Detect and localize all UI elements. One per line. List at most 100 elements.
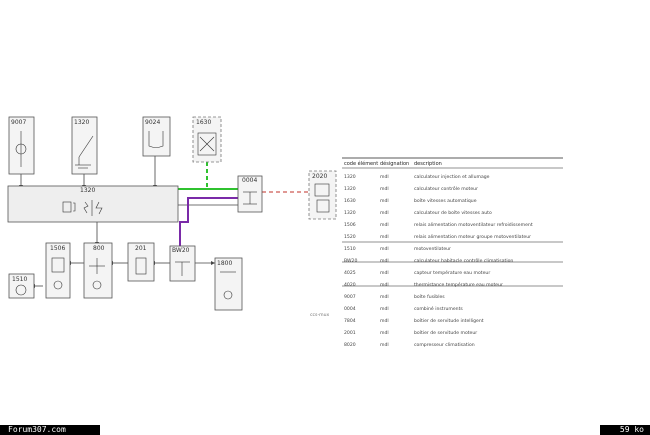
table-cell-code: 2001: [344, 330, 356, 336]
table-cell-code: 4020: [344, 282, 356, 288]
module-1320-bus-code: 1320: [80, 187, 95, 194]
module-1510-code: 1510: [12, 276, 27, 283]
table-cell-des: mdl: [380, 306, 389, 312]
module-1320-code: 1320: [74, 119, 89, 126]
table-cell-des: mdl: [380, 186, 389, 192]
table-cell-code: 1320: [344, 186, 356, 192]
table-cell-des: mdl: [380, 234, 389, 240]
module-2020-code: 2020: [312, 173, 327, 180]
table-cell-des: mdl: [380, 294, 389, 300]
table-cell-desc: calculateur contrôle moteur: [414, 185, 478, 192]
table-cell-desc: motoventilateur: [414, 246, 451, 252]
table-rows: 1320 mdl calculateur injection et allumage…: [344, 174, 533, 348]
gearbox-icon: [197, 132, 217, 156]
table-row: 0004 mdl combiné instruments: [344, 305, 463, 312]
table-cell-desc: calculateur injection et allumage: [414, 174, 490, 180]
module-0004-code: 0004: [242, 177, 257, 184]
sensor-icon: [148, 131, 164, 148]
module-0004[interactable]: 0004: [237, 175, 263, 213]
green-link: [178, 162, 238, 190]
module-1506[interactable]: 1506: [45, 242, 71, 299]
table-cell-desc: boîte fusibles: [414, 293, 445, 300]
switch-icon: [175, 261, 190, 276]
table-cell-des: mdl: [380, 198, 389, 204]
module-201[interactable]: 201: [127, 242, 155, 282]
table-cell-desc: calculateur habitacle contrôle climatisa…: [414, 257, 513, 264]
table-row: 1510 mdl motoventilateur: [344, 246, 451, 252]
table-cell-desc: boîtier de servitude moteur: [414, 329, 477, 336]
table-cell-code: 8020: [344, 342, 356, 348]
table-header-code: code élément: [344, 160, 378, 167]
table-cell-code: 7804: [344, 318, 356, 324]
table-cell-code: 1510: [344, 246, 356, 252]
sensor-icon: [220, 271, 236, 300]
footer-site-label: Forum307.com: [0, 425, 100, 435]
table-cell-desc: boîte vitesses automatique: [414, 197, 477, 204]
module-1630-code: 1630: [196, 119, 211, 126]
module-800[interactable]: 800: [83, 242, 113, 299]
module-1800-code: 1800: [217, 260, 232, 267]
side-note: ccs-mux: [310, 313, 330, 318]
table-header-designation: désignation: [380, 160, 409, 167]
table-cell-desc: thermistance température eau moteur: [414, 281, 503, 288]
module-1800[interactable]: 1800: [214, 257, 243, 311]
table-cell-code: BW20: [344, 258, 357, 264]
module-9007[interactable]: 9007: [8, 116, 35, 175]
module-2020[interactable]: 2020: [308, 170, 337, 220]
ecu-icon: [62, 200, 103, 216]
table-cell-code: 1630: [344, 198, 356, 204]
table-cell-desc: capteur température eau moteur: [414, 269, 490, 276]
relay-icon: [89, 258, 105, 290]
temperature-sensor-icon: [75, 135, 94, 169]
table-cell-code: 1520: [344, 234, 356, 240]
table-cell-des: mdl: [380, 330, 389, 336]
table-cell-des: mdl: [380, 270, 389, 276]
fuse-icon: [135, 257, 147, 275]
table-row: 4025 mdl capteur température eau moteur: [344, 269, 490, 276]
table-row: 2001 mdl boîtier de servitude moteur: [344, 329, 477, 336]
table-cell-desc: calculateur de boîte vitesses auto: [414, 209, 492, 216]
table-row: 8020 mdl compresseur climatisation: [344, 342, 475, 348]
table-cell-code: 1506: [344, 222, 356, 228]
module-9007-code: 9007: [11, 119, 26, 126]
module-1506-code: 1506: [50, 245, 65, 252]
table-cell-code: 1320: [344, 210, 356, 216]
table-cell-des: mdl: [380, 282, 389, 288]
footer-size-label: 59 ko: [600, 425, 650, 435]
table-cell-des: mdl: [380, 342, 389, 348]
table-row: 9007 mdl boîte fusibles: [344, 293, 445, 300]
table-cell-desc: relais alimentation moteur groupe motove…: [414, 234, 531, 240]
purple-link: [179, 197, 238, 246]
table-cell-desc: combiné instruments: [414, 305, 463, 312]
table-row: 1520 mdl relais alimentation moteur groupe…: [344, 234, 531, 240]
module-9024[interactable]: 9024: [142, 116, 171, 157]
table-row: 4020 mdl thermistance température eau mote…: [344, 281, 503, 288]
table-cell-code: 0004: [344, 306, 356, 312]
module-1320-bus[interactable]: 1320: [7, 185, 179, 223]
module-1630[interactable]: 1630: [192, 116, 222, 163]
table-cell-code: 1320: [344, 174, 356, 180]
module-9024-code: 9024: [145, 119, 160, 126]
table-row: 1320 mdl calculateur contrôle moteur: [344, 185, 478, 192]
table-cell-desc: compresseur climatisation: [414, 342, 475, 348]
table-cell-des: mdl: [380, 210, 389, 216]
table-cell-code: 4025: [344, 270, 356, 276]
table-cell-code: 9007: [344, 294, 356, 300]
table-row: 1630 mdl boîte vitesses automatique: [344, 197, 477, 204]
table-row: 1320 mdl calculateur de boîte vitesses aut…: [344, 209, 492, 216]
table-cell-des: mdl: [380, 246, 389, 252]
module-1510[interactable]: 1510: [8, 273, 35, 299]
module-1320[interactable]: 1320: [71, 116, 98, 175]
fan-icon: [15, 284, 27, 296]
table-cell-des: mdl: [380, 318, 389, 324]
module-bw20[interactable]: BW20: [169, 245, 196, 282]
switch-icon: [243, 191, 257, 205]
table-header-description: description: [414, 161, 442, 167]
table-cell-des: mdl: [380, 258, 389, 264]
legend-table: code élément désignation description 132…: [342, 157, 563, 348]
actuator-icon: [15, 143, 27, 155]
relay-icon: [51, 257, 65, 290]
